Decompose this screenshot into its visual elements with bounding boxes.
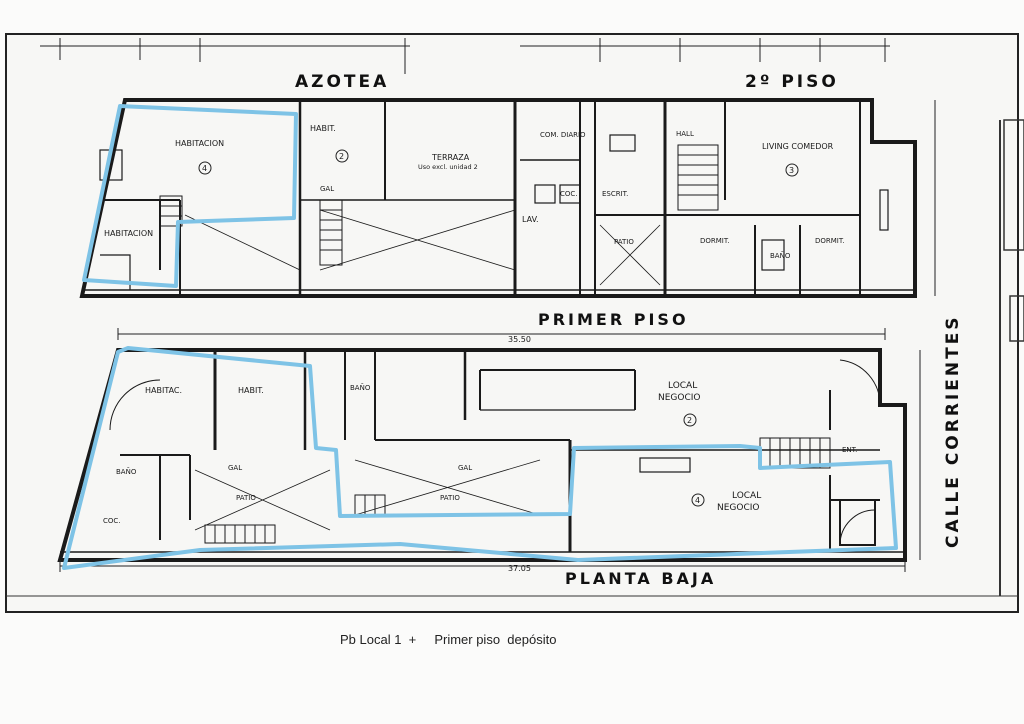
street-label: CALLE CORRIENTES: [943, 314, 963, 548]
room-label: LOCAL: [732, 491, 761, 501]
title-azotea: AZOTEA: [295, 72, 389, 92]
room-label: PATIO: [614, 238, 634, 246]
room-label: LOCAL: [668, 381, 697, 391]
title-segundo-piso: 2º PISO: [745, 72, 839, 92]
room-label: BAÑO: [116, 467, 137, 476]
room-label: PATIO: [236, 494, 256, 502]
room-label: COC.: [103, 517, 121, 525]
dimension-lines: [59, 100, 936, 572]
highlight-pb-local-1: [62, 346, 898, 570]
title-planta-baja: PLANTA BAJA: [565, 569, 716, 588]
room-label: HABITAC.: [145, 386, 182, 395]
room-label: GAL: [228, 464, 242, 472]
room-label: DORMIT.: [815, 237, 845, 245]
room-label: BAÑO: [770, 251, 791, 260]
room-label: COM. DIARIO: [540, 131, 586, 139]
room-label: HABIT.: [238, 386, 264, 395]
caption: Pb Local 1 + Primer piso depósito: [340, 632, 556, 647]
primer-piso-room-labels: HABITACION HABITACION HABIT. TERRAZA Uso…: [104, 124, 845, 260]
room-label: PATIO: [440, 494, 460, 502]
room-label: DORMIT.: [700, 237, 730, 245]
room-label: COC.: [560, 190, 578, 198]
unit-number: 3: [789, 166, 794, 175]
primer-piso-plan: [79, 98, 917, 298]
caption-part1: Pb Local 1 +: [340, 632, 417, 647]
room-label: GAL: [458, 464, 472, 472]
dimension-top-total: 35.50: [508, 335, 531, 344]
highlight-primer-piso-deposito: [82, 104, 298, 288]
room-label: NEGOCIO: [658, 393, 701, 403]
room-label: ENT.: [842, 446, 857, 454]
unit-number: 2: [339, 152, 344, 161]
dimension-bottom-total: 37.05: [508, 564, 531, 573]
room-label: HABITACION: [175, 139, 224, 148]
unit-number: 4: [695, 496, 700, 505]
room-label: HALL: [676, 130, 694, 138]
title-primer-piso: PRIMER PISO: [538, 310, 689, 329]
planta-baja-room-labels: HABITAC. HABIT. COC. BAÑO BAÑO GAL GAL P…: [103, 381, 857, 525]
highlight-outlines: [62, 104, 898, 570]
room-label: LAV.: [522, 215, 539, 224]
room-label: GAL: [320, 185, 334, 193]
room-label: LIVING COMEDOR: [762, 142, 834, 151]
room-label: NEGOCIO: [717, 503, 760, 513]
room-label: HABIT.: [310, 124, 336, 133]
unit-number: 4: [202, 164, 207, 173]
room-label: HABITACION: [104, 229, 153, 238]
room-label: TERRAZA: [431, 153, 470, 162]
room-label: BAÑO: [350, 383, 371, 392]
room-label: ESCRIT.: [602, 190, 628, 198]
room-sublabel: Uso excl. unidad 2: [418, 163, 478, 171]
sheet-border: [5, 33, 1019, 613]
caption-part2: Primer piso depósito: [434, 632, 557, 647]
unit-number: 2: [687, 416, 692, 425]
top-dimension-strip: [40, 38, 890, 74]
